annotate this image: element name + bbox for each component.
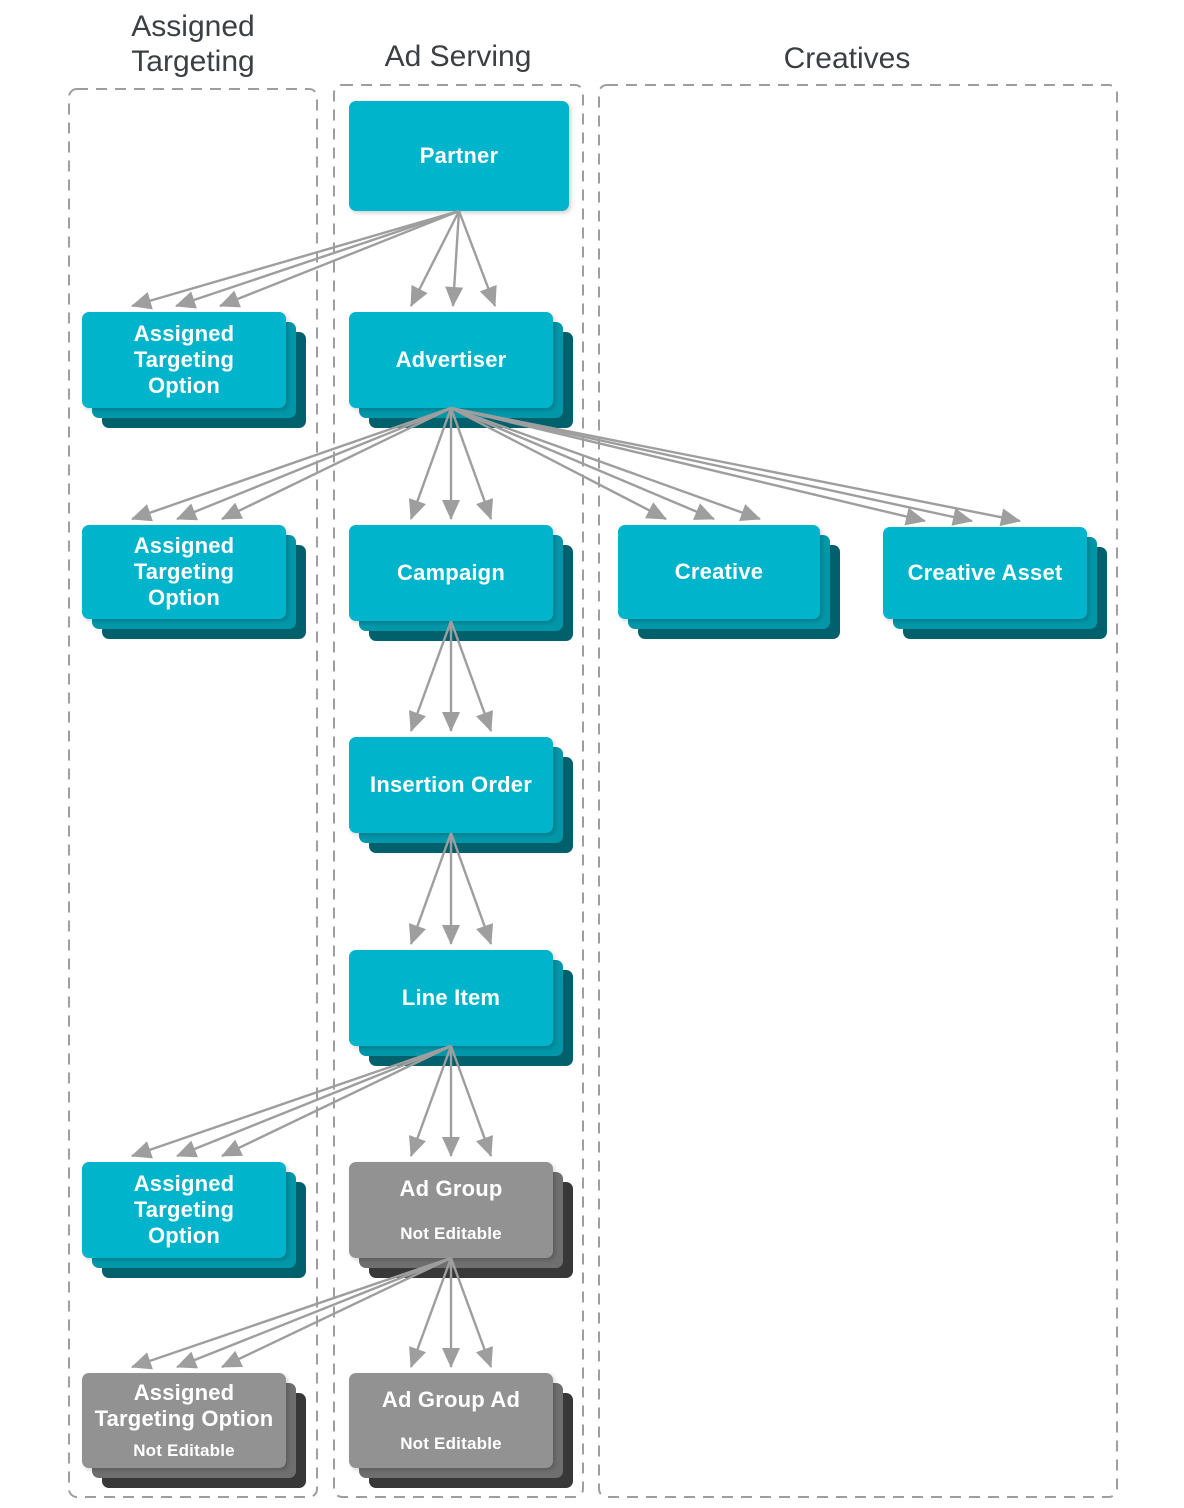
node-campaign: Campaign <box>349 525 573 641</box>
node-label: Ad Group <box>399 1176 503 1202</box>
node-face: Ad Group Ad Not Editable <box>349 1373 553 1468</box>
node-ad-group-ad: Ad Group Ad Not Editable <box>349 1373 573 1488</box>
node-line-item: Line Item <box>349 950 573 1066</box>
not-editable-note: Not Editable <box>400 1434 502 1454</box>
edge-partner-to-assigned-targeting-option <box>131 209 460 310</box>
not-editable-note: Not Editable <box>133 1441 235 1461</box>
node-assigned-targeting-option-ad-group: Assigned Targeting Option Not Editable <box>82 1373 306 1488</box>
node-insertion-order: Insertion Order <box>349 737 573 853</box>
node-face: Line Item <box>349 950 553 1046</box>
node-label: Creative <box>674 559 764 585</box>
node-face: Campaign <box>349 525 553 621</box>
node-label: Ad Group Ad <box>381 1386 521 1412</box>
node-face: Insertion Order <box>349 737 553 833</box>
node-face: Creative Asset <box>883 527 1087 619</box>
column-header-creatives: Creatives <box>783 42 911 75</box>
node-label: Partner <box>419 143 499 169</box>
node-assigned-targeting-option-advertiser: Assigned Targeting Option <box>82 525 306 639</box>
node-face: Assigned Targeting Option <box>82 1162 286 1258</box>
node-face: Assigned Targeting Option Not Editable <box>82 1373 286 1468</box>
node-partner-face: Partner <box>349 101 569 211</box>
node-assigned-targeting-option-partner: Assigned Targeting Option <box>82 312 306 428</box>
edge-partner-to-advertiser <box>409 210 497 307</box>
node-assigned-targeting-option-line-item: Assigned Targeting Option <box>82 1162 306 1278</box>
node-label: Creative Asset <box>907 560 1063 586</box>
node-partner: Partner <box>349 101 569 211</box>
node-label: Campaign <box>397 560 505 586</box>
node-face: Ad Group Not Editable <box>349 1162 553 1258</box>
column-header-assigned-targeting: Assigned Targeting <box>131 10 255 78</box>
node-ad-group: Ad Group Not Editable <box>349 1162 573 1278</box>
node-label: Line Item <box>401 985 501 1011</box>
column-header-ad-serving: Ad Serving <box>384 40 532 73</box>
node-advertiser: Advertiser <box>349 312 573 428</box>
panel-creatives <box>598 84 1118 1498</box>
node-label: Insertion Order <box>370 772 532 798</box>
node-label: Assigned Targeting Option <box>133 321 235 398</box>
node-face: Advertiser <box>349 312 553 408</box>
node-face: Assigned Targeting Option <box>82 525 286 619</box>
node-label: Advertiser <box>395 347 507 373</box>
not-editable-note: Not Editable <box>400 1223 502 1243</box>
node-creative: Creative <box>618 525 840 639</box>
node-label: Assigned Targeting Option <box>94 1379 274 1431</box>
node-label: Assigned Targeting Option <box>133 1171 235 1248</box>
node-creative-asset: Creative Asset <box>883 527 1107 639</box>
node-face: Creative <box>618 525 820 619</box>
node-label: Assigned Targeting Option <box>133 533 235 610</box>
node-face: Assigned Targeting Option <box>82 312 286 408</box>
panel-assigned-targeting <box>68 88 318 1498</box>
